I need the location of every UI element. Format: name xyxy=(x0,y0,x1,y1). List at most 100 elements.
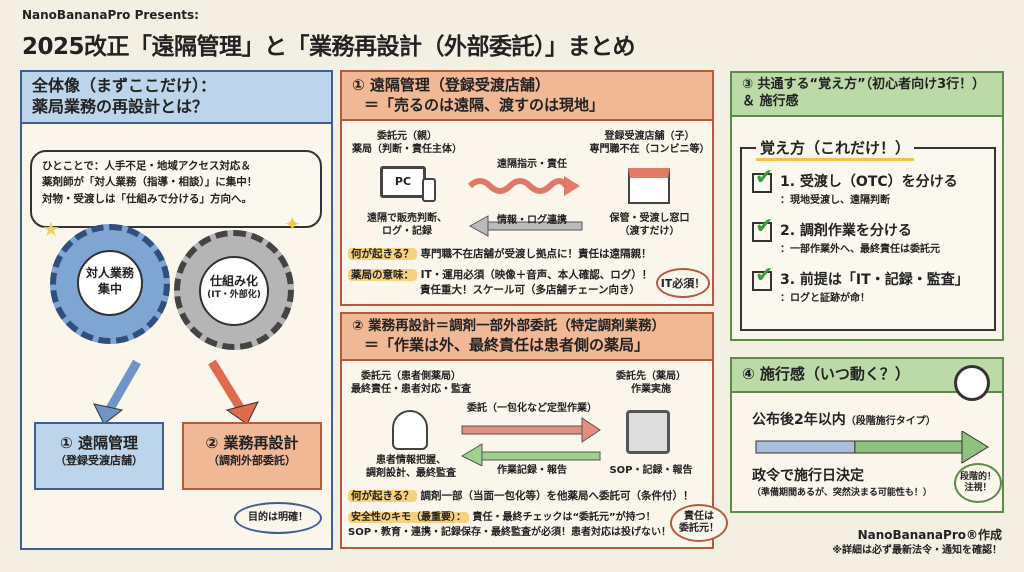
memo-card-title: 覚え方（これだけ！） xyxy=(756,137,915,161)
timing-line-2: 政令で施行日決定 xyxy=(752,468,864,484)
tag: 薬局の意味： xyxy=(348,269,417,281)
bubble-text: 委託元！ xyxy=(679,523,719,534)
tag: 何が起きる？ xyxy=(348,490,417,502)
text: 専門職不在店舗が受渡し拠点に！責任は遠隔親！ xyxy=(420,248,652,260)
overview-title-1: 全体像（まずここだけ）： xyxy=(32,76,217,95)
text: 責任・最終チェックは“委託元”が持つ！ xyxy=(472,512,656,523)
remote-left-caption: 遠隔で販売判断、ログ・記録 xyxy=(352,212,462,238)
label: 委託元（親） xyxy=(377,131,437,142)
text: SOP・教育・連携・記録保存・最終監査が必須！患者対応は投げない！ xyxy=(348,527,672,538)
redesign-left-caption: 患者情報把握、調剤設計、最終監査 xyxy=(346,454,476,480)
checkbox-icon: ✔ xyxy=(752,263,773,291)
gear-text: 対人業務 xyxy=(85,266,134,280)
remote-header: ① 遠隔管理（登録受渡店舗） ＝「売るのは遠隔、渡すのは現地」 xyxy=(342,72,712,121)
gear-label-1: 対人業務 集中 xyxy=(77,250,143,316)
credit: NanoBananaPro®作成 xyxy=(857,528,1002,542)
caption: ログ・記録 xyxy=(382,226,432,237)
caption: 患者情報把握、 xyxy=(376,455,446,466)
redesign-right-caption: SOP・記録・報告 xyxy=(609,465,693,476)
star-icon: ★ xyxy=(42,217,60,241)
caption: 保管・受渡し窓口 xyxy=(609,213,690,224)
speech-line: 薬剤師が「対人業務（指導・相談）」に集中！ xyxy=(42,176,258,189)
timing-line-1: 公布後2年以内（段階施行タイプ） xyxy=(752,409,936,429)
timeline-remaining xyxy=(854,440,963,454)
timeline-elapsed xyxy=(755,440,856,454)
memo-item: ✔1. 受渡し（OTC）を分ける：現地受渡し、遠隔判断 xyxy=(752,165,994,206)
label: 委託先（薬局） xyxy=(616,371,686,382)
bubble-text: 段階的！ xyxy=(959,472,996,482)
arrow-bottom-label: 情報・ログ連携 xyxy=(497,215,567,226)
speech-line: ひとことで：人手不足・地域アクセス対応＆ xyxy=(42,160,251,172)
remote-left-label: 委託元（親） 薬局（判断・責任主体） xyxy=(352,130,462,156)
page-title: 2025改正「遠隔管理」と「業務再設計（外部委託）」まとめ xyxy=(22,34,636,60)
memo-item-sub: ：現地受渡し、遠隔判断 xyxy=(780,195,890,206)
checkbox-icon: ✔ xyxy=(752,214,773,242)
overview-panel: 全体像（まずここだけ）： 薬局業務の再設計とは？ ひとことで：人手不足・地域アク… xyxy=(20,70,333,550)
text: 責任重大！スケール可（多店舗チェーン向き） xyxy=(420,284,640,297)
timing-panel: ④ 施行感（いつ動く？） 公布後2年以内（段階施行タイプ） 政令で施行日決定 （… xyxy=(730,357,1004,513)
arrow-bottom-label: 作業記録・報告 xyxy=(497,465,567,476)
label: 作業実施 xyxy=(631,384,671,395)
footer-note: ※詳細は必ず最新法令・通知を確認！ xyxy=(832,544,1002,556)
redesign-title-1: ② 業務再設計＝調剤一部外部委託（特定調剤業務） xyxy=(352,318,666,334)
timing-note: （準備期間あるが、突然決まる可能性も！） xyxy=(752,488,932,498)
responsibility-bubble: 責任は委託元！ xyxy=(670,504,728,542)
redesign-header: ② 業務再設計＝調剤一部外部委託（特定調剤業務） ＝「作業は外、最終責任は患者側… xyxy=(342,314,712,362)
redesign-safety: 安全性のキモ（最重要）： 責任・最終チェックは“委託元”が持つ！SOP・教育・連… xyxy=(348,510,671,540)
gear-text: (IT・外部化) xyxy=(207,289,261,300)
remote-right-caption: 保管・受渡し窓口 （渡すだけ） xyxy=(587,212,712,238)
bubble-text: 注視！ xyxy=(964,482,992,493)
label: 登録受渡店舗（子） xyxy=(604,131,695,142)
memo-title-1: ③ 共通する“覚え方”（初心者向け3行！） xyxy=(742,77,986,92)
remote-meaning: 薬局の意味： IT・運用必須（映像＋音声、本人確認、ログ）！責任重大！スケール可… xyxy=(348,268,652,298)
caption: 遠隔で販売判断、 xyxy=(367,213,447,224)
dispensing-machine-icon xyxy=(626,410,670,454)
overview-header: 全体像（まずここだけ）： 薬局業務の再設計とは？ xyxy=(22,72,331,124)
alarm-clock-icon xyxy=(954,365,990,401)
caption: 調剤設計、最終監査 xyxy=(366,468,456,479)
redesign-title-2: ＝「作業は外、最終責任は患者側の薬局」 xyxy=(364,335,650,354)
remote-what-happens: 何が起きる？ 専門職不在店舗が受渡し拠点に！責任は遠隔親！ xyxy=(348,246,651,261)
arrow-top-label: 委託（一包化など定型作業） xyxy=(467,403,597,414)
memo-item: ✔3. 前提は「IT・記録・監査」：ログと証跡が命！ xyxy=(752,263,994,304)
label: 最終責任・患者対応・監査 xyxy=(351,384,471,395)
it-required-bubble: IT必須！ xyxy=(656,268,710,298)
memo-title-2: ＆ 施行感 xyxy=(742,93,799,109)
pharmacist-icon xyxy=(392,410,428,450)
remote-management-box[interactable]: ① 遠隔管理 （登録受渡店舗） xyxy=(34,422,164,490)
memo-card: 覚え方（これだけ！） ✔ 1. 受渡し（OTC）を分ける ：現地受渡し、遠隔判断 ✔ 2… xyxy=(740,137,996,331)
overview-title-2: 薬局業務の再設計とは？ xyxy=(32,96,209,116)
gear-icon xyxy=(50,224,170,344)
redesign-right-label: 委託先（薬局） 作業実施 xyxy=(592,370,710,396)
memo-item-main: 1. 受渡し（OTC）を分ける xyxy=(780,174,958,190)
sparkle-icon: ✦ xyxy=(284,212,301,236)
box-title: ② 業務再設計 xyxy=(205,434,299,452)
arrow-top-label: 遠隔指示・責任 xyxy=(497,159,567,170)
speech-line: 対物・受渡しは「仕組みで分ける」方向へ。 xyxy=(42,192,252,205)
caption: （渡すだけ） xyxy=(619,226,680,237)
gear-text: 集中 xyxy=(97,281,122,296)
memo-header: ③ 共通する“覚え方”（初心者向け3行！） ＆ 施行感 xyxy=(732,73,1002,117)
pc-icon: PC xyxy=(380,166,426,198)
remote-title-1: ① 遠隔管理（登録受渡店舗） xyxy=(352,76,550,94)
remote-title-2: ＝「売るのは遠隔、渡すのは現地」 xyxy=(364,95,605,114)
label: 薬局（判断・責任主体） xyxy=(352,144,462,155)
text: 調剤一部（当面一包化等）を他薬局へ委託可（条件付）！ xyxy=(420,490,694,502)
remote-management-panel: ① 遠隔管理（登録受渡店舗） ＝「売るのは遠隔、渡すのは現地」 委託元（親） 薬局… xyxy=(340,70,714,306)
timeline-arrow xyxy=(755,431,989,464)
business-redesign-box[interactable]: ② 業務再設計 （調剤外部委託） xyxy=(182,422,322,490)
arrows-icon xyxy=(460,417,601,466)
redesign-left-label: 委託元（患者側薬局）最終責任・患者対応・監査 xyxy=(346,370,476,396)
tag: 何が起きる？ xyxy=(348,248,417,260)
remote-right-label: 登録受渡店舗（子） 専門職不在（コンビニ等） xyxy=(587,130,712,156)
memo-item-sub: ：ログと証跡が命！ xyxy=(780,293,870,304)
memo-item-main: 2. 調剤作業を分ける xyxy=(780,223,912,239)
label: 専門職不在（コンビニ等） xyxy=(589,144,710,155)
speech-bubble: ひとことで：人手不足・地域アクセス対応＆ 薬剤師が「対人業務（指導・相談）」に集… xyxy=(30,150,322,228)
purpose-bubble: 目的は明確！ xyxy=(234,502,322,534)
memo-item: ✔2. 調剤作業を分ける：一部作業外へ、最終責任は委託元 xyxy=(752,214,994,255)
gear-text: 仕組み化 xyxy=(209,274,258,288)
memorize-panel: ③ 共通する“覚え方”（初心者向け3行！） ＆ 施行感 覚え方（これだけ！） ✔… xyxy=(730,71,1004,341)
footer: NanoBananaPro®作成 ※詳細は必ず最新法令・通知を確認！ xyxy=(832,527,1002,558)
presenter-label: NanoBananaPro Presents: xyxy=(22,8,199,22)
